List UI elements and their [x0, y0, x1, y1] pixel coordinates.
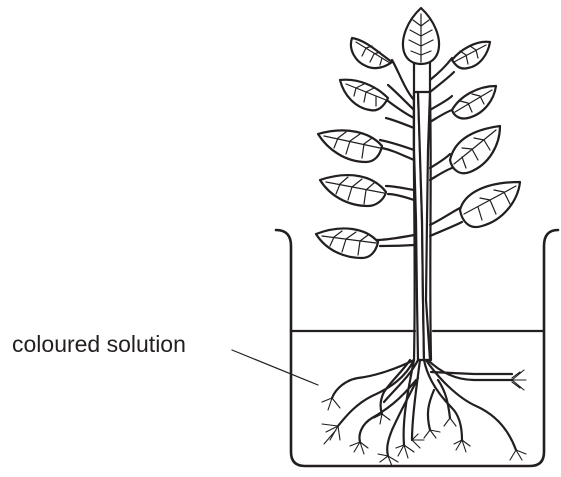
leaf-right-2 — [452, 86, 496, 119]
leaf-left-2 — [340, 80, 388, 111]
leaf-right-3 — [450, 126, 500, 173]
leaf-left-3 — [318, 130, 382, 162]
leaf-left-4 — [320, 175, 386, 206]
stem — [414, 60, 431, 360]
leaf-top — [403, 8, 439, 64]
coloured-solution-label: coloured solution — [12, 333, 186, 356]
leaf-right-4 — [460, 182, 520, 227]
leaf-left-5 — [316, 228, 378, 258]
label-leader-line — [232, 350, 318, 385]
leaf-upper-right-1 — [452, 42, 490, 69]
leaf-upper-left-1 — [351, 38, 392, 68]
